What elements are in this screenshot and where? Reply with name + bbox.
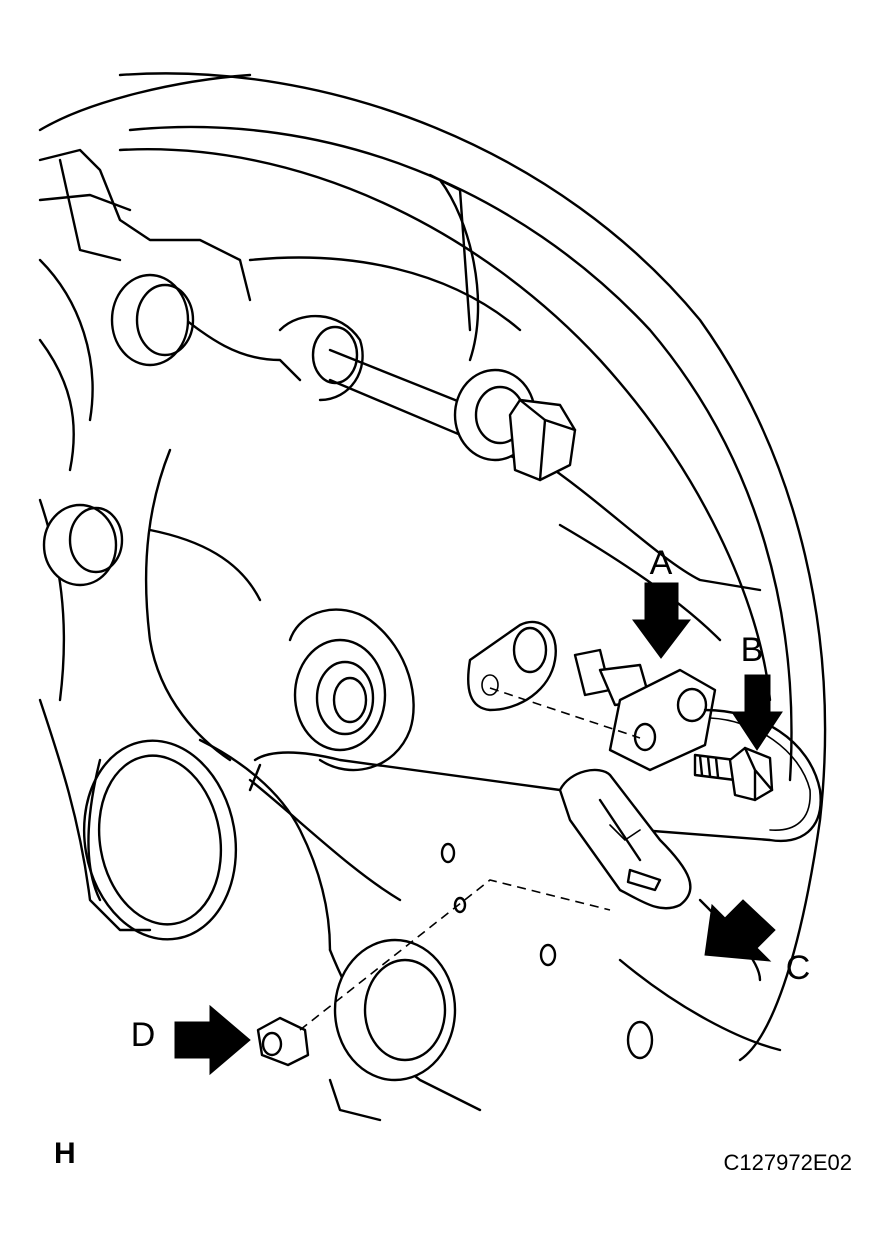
plate-holes bbox=[440, 842, 654, 1060]
arrow-b bbox=[731, 674, 783, 751]
speed-sensor bbox=[573, 648, 717, 772]
alignment-lines bbox=[299, 687, 641, 1031]
flange-nut bbox=[256, 1016, 310, 1067]
arrow-a bbox=[632, 582, 692, 659]
wire-clamp bbox=[558, 768, 692, 910]
left-bushing bbox=[42, 503, 124, 587]
upper-pivot-bolt bbox=[110, 273, 577, 482]
callout-a: A bbox=[650, 544, 673, 582]
arrow-d bbox=[174, 1004, 251, 1076]
callout-c: C bbox=[786, 949, 811, 987]
sensor-bracket bbox=[467, 620, 557, 712]
lower-bushing bbox=[333, 938, 457, 1082]
callout-b: B bbox=[741, 631, 764, 669]
knuckle-bore bbox=[288, 608, 415, 772]
steering-knuckle bbox=[38, 148, 482, 1122]
backing-plate bbox=[38, 72, 827, 1062]
arrow-c bbox=[704, 899, 776, 962]
view-label: H bbox=[54, 1137, 76, 1170]
figure-id: C127972E02 bbox=[724, 1150, 852, 1175]
callout-d: D bbox=[131, 1016, 156, 1054]
sensor-bolt bbox=[693, 746, 774, 802]
